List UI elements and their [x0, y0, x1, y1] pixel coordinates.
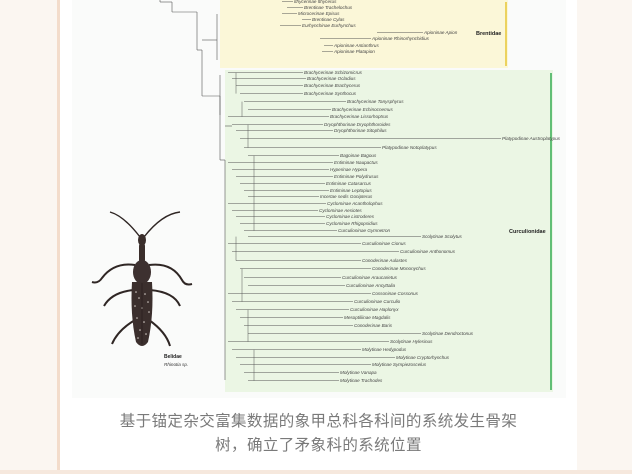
taxon-label: Brentinae Cylas: [312, 17, 345, 22]
taxon-label: Apioninae Rhinorhynchidius: [371, 36, 430, 41]
caption-line-2: 树，确立了矛象科的系统位置: [215, 437, 422, 454]
taxon-label: Bagoinae Bagous: [340, 153, 377, 158]
taxon-label: Curculioninae Ancyttalia: [346, 283, 396, 288]
curculionidae-highlight-box: [225, 70, 553, 392]
beetle-illustration: [91, 211, 193, 347]
phylogeny-figure: Brentidae Curculionidae Ithycerinae Ithy…: [72, 0, 566, 398]
taxon-label: Conoderinae Baris: [354, 323, 393, 328]
taxon-label: Conoderinae Mononychus: [372, 266, 426, 271]
taxon-label: Curculioninae Gymnetron: [338, 228, 391, 233]
taxon-label: Conoderinae Aulastes: [362, 258, 408, 263]
taxon-label: Brentinae Trachelochus: [304, 5, 353, 10]
taxon-label: Molytinae Cryptorhynchus: [396, 355, 450, 360]
taxon-label: Curculioninae Araucarietus: [342, 275, 398, 280]
tree-backbone: [159, 0, 232, 380]
page-margin-right: [576, 0, 632, 474]
taxon-label: Apioninae Platapion: [333, 49, 375, 54]
taxon-label: Scolytinae Hylesinus: [390, 339, 433, 344]
taxa-group-curculionidae: Brachycerinae SchizomicrusBrachycerinae …: [228, 70, 561, 383]
taxon-label: Molytinae Vanapa: [340, 370, 377, 375]
taxon-label: Apioninae Apion: [423, 30, 458, 35]
taxon-label: Brachycerinae Synthocus: [304, 91, 357, 96]
taxon-label: Cyclominae Listroderes: [326, 214, 375, 219]
inset-species-label: Rhinotia sp.: [164, 362, 188, 367]
brentidae-highlight-box: [220, 0, 508, 68]
family-label-brentidae: Brentidae: [476, 31, 501, 37]
taxon-label: Platypodinae Austroplatypus: [502, 136, 561, 141]
taxon-label: Curculioninae Curculio: [354, 299, 401, 304]
taxon-label: Entiminae Naupactus: [334, 160, 378, 165]
taxon-label: Entiminae Catasarcus: [326, 181, 372, 186]
taxon-label: Curculioninae Haplonyx: [350, 307, 399, 312]
taxon-label: Microcerinae Episus: [298, 11, 340, 16]
figure-caption: 基于锚定杂交富集数据的象甲总科各科间的系统发生骨架 树，确立了矛象科的系统位置: [60, 410, 577, 458]
taxon-label: Brachycerinae Ocladius: [307, 76, 356, 81]
taxon-label: Apioninae Antianthrus: [333, 43, 379, 48]
taxon-label: Dryophthorinae Dryophthoroides: [324, 122, 391, 127]
taxon-label: Cyclominae Rhigopsidius: [326, 221, 378, 226]
inset-family-label: Belidae: [164, 354, 182, 360]
taxon-label: Brachycerinae Brachycerus: [304, 83, 361, 88]
taxon-label: Brachycerinae Tanysphyrus: [347, 99, 404, 104]
taxon-label: Curculioninae Cionus: [362, 241, 406, 246]
bottom-strip: [0, 470, 632, 474]
taxon-label: Molytinae Trachodes: [340, 378, 383, 383]
taxon-label: Cyclominae Aesiotes: [319, 208, 362, 213]
taxon-label: Ithycerinae Ithycerus: [294, 0, 337, 4]
page-margin-left: [0, 0, 58, 474]
taxon-label: Cyclominae Acantholophus: [327, 201, 383, 206]
taxon-label: Mesoptiliinae Magdalis: [344, 315, 391, 320]
taxon-label: Dryophthorinae Sitophilus: [334, 128, 387, 133]
taxon-label: Hyperinae Hypera: [330, 167, 367, 172]
caption-line-1: 基于锚定杂交富集数据的象甲总科各科间的系统发生骨架: [119, 413, 518, 430]
taxon-label: Platypodinae Notoplatypus: [382, 145, 437, 150]
phylogenetic-tree: Brentidae Curculionidae Ithycerinae Ithy…: [91, 0, 561, 392]
accent-border-left: [57, 0, 60, 474]
taxon-label: Cossoninae Cossonus: [372, 291, 419, 296]
taxon-label: Brachycerinae Lissorhoptrus: [330, 114, 389, 119]
family-label-curculionidae: Curculionidae: [509, 229, 546, 235]
taxon-label: Brachycerinae Echinocnemus: [332, 107, 393, 112]
taxon-label: Eurhynchinae Eurhynchus: [302, 23, 356, 28]
taxon-label: Entiminae Polydrusus: [334, 174, 379, 179]
taxon-label: Scolytinae Scolytus: [422, 234, 463, 239]
taxon-label: Incertae sedis Gonipterus: [320, 194, 373, 199]
taxon-label: Brachycerinae Schizomicrus: [304, 70, 363, 75]
taxon-label: Molytinae Sympiezoscelus: [372, 362, 427, 367]
taxon-label: Molytinae Hedypodus: [362, 347, 407, 352]
taxon-label: Curculioninae Anthonomus: [400, 249, 456, 254]
taxon-label: Scolytinae Dendroctonus: [422, 331, 474, 336]
taxon-label: Entiminae Leptopius: [330, 188, 372, 193]
